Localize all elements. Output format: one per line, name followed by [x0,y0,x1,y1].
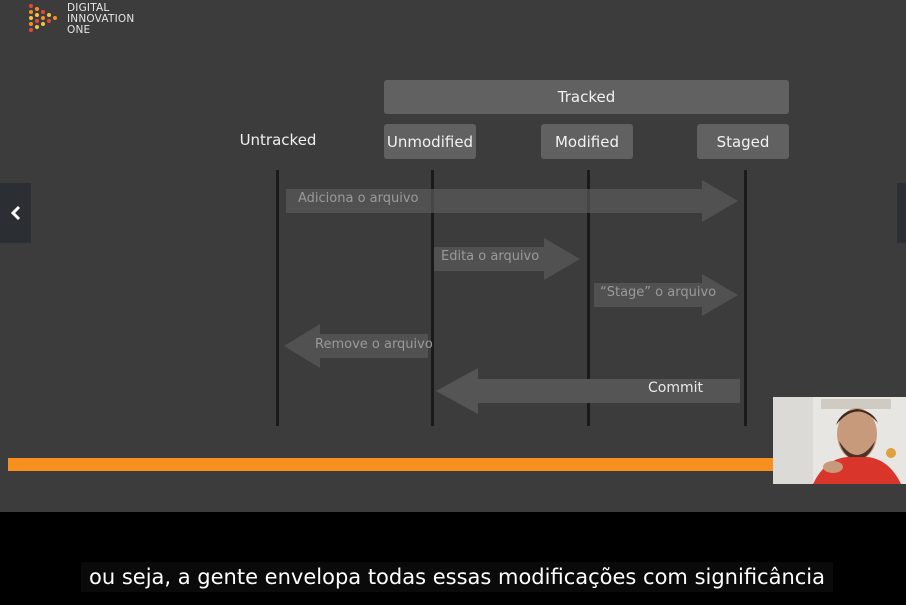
action-remove-label: Remove o arquivo [315,337,433,352]
slide: DIGITAL INNOVATION ONE Tracked Untracked… [0,0,906,512]
logo-line-3: ONE [67,24,91,36]
video-progress-bar[interactable] [8,458,906,471]
tracked-group-header: Tracked [384,80,789,114]
logo-wordmark: DIGITAL INNOVATION ONE [67,3,134,36]
caption-text: ou seja, a gente envelopa todas essas mo… [81,562,834,592]
action-commit-label: Commit [648,380,703,396]
action-add-label: Adiciona o arquivo [298,191,419,206]
arrow-stage-right [594,274,738,316]
chevron-left-icon [10,205,20,221]
state-unmodified: Unmodified [384,124,476,159]
state-staged: Staged [697,124,789,159]
arrow-remove-left [284,324,428,368]
action-stage-label: “Stage” o arquivo [600,285,717,300]
action-edit-label: Edita o arquivo [441,249,540,264]
state-modified: Modified [541,124,633,159]
digital-innovation-one-logo [29,4,57,32]
state-staged-label: Staged [716,132,770,151]
state-unmodified-label: Unmodified [386,132,474,151]
arrow-commit-left [436,368,740,414]
state-untracked: Untracked [239,131,317,149]
previous-slide-button[interactable] [0,183,31,243]
arrow-add-right [286,180,738,222]
lifeline-modified [587,170,590,426]
lifeline-untracked [276,170,279,426]
lifeline-unmodified [431,170,434,426]
logo-line-2: INNOVATION [67,13,135,25]
webcam-presenter [773,397,906,484]
state-modified-label: Modified [554,132,619,151]
arrow-edit-right [434,238,580,280]
next-slide-button[interactable] [897,183,906,243]
lifeline-staged [744,170,747,426]
tracked-label: Tracked [557,88,616,106]
logo-line-1: DIGITAL [67,2,110,14]
